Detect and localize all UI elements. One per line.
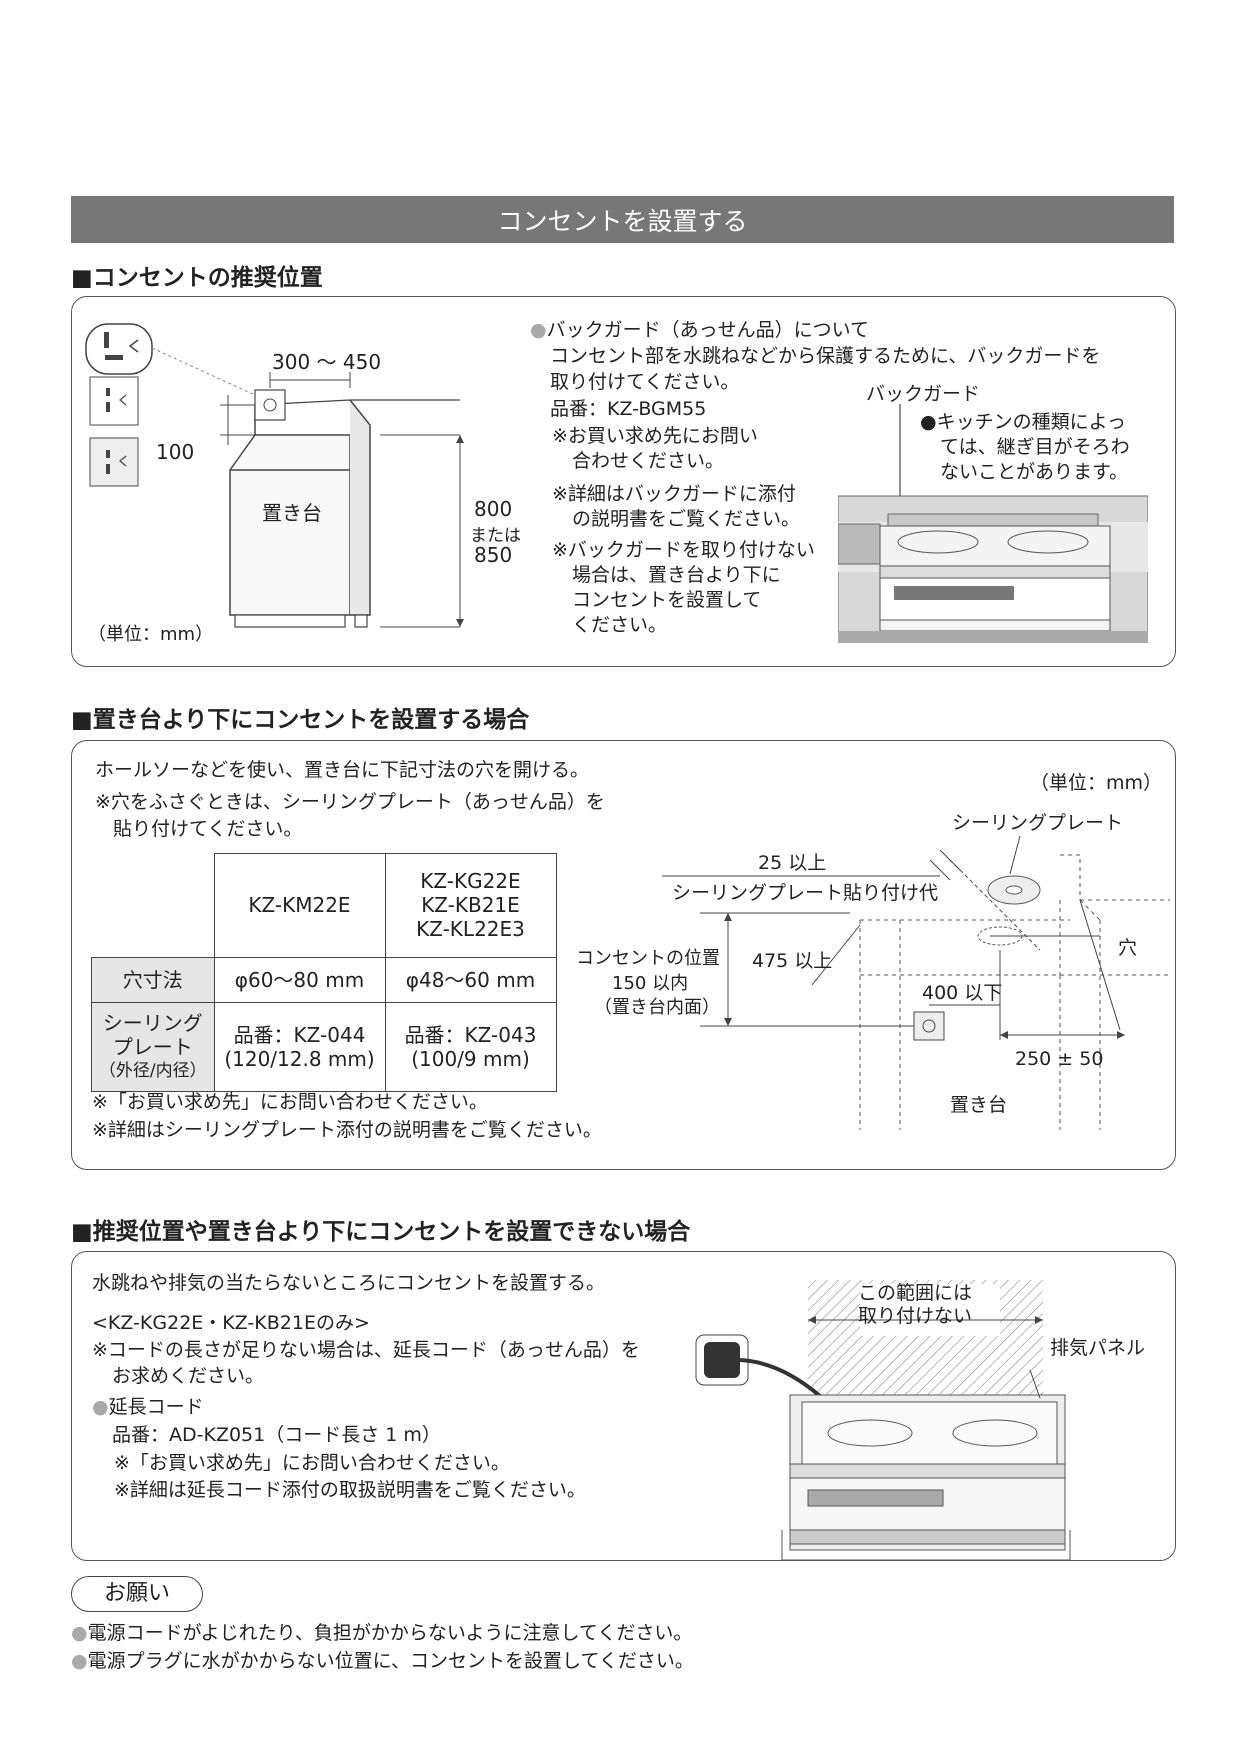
sealing-plate-label: シーリングプレート [952,812,1124,834]
hole-size-km22e: φ60～80 mm [213,956,386,1003]
s2-footnote1: ※「お買い求め先」にお問い合わせください。 [92,1091,488,1113]
kitchen-note-a: ●キッチンの種類によっ [920,411,1127,433]
backguard-illustration [838,404,1148,643]
model-kg22e: KZ-KG22E [420,869,521,894]
outlet-pos-b: 150 以内 [612,973,689,994]
s2-intro: ホールソーなどを使い、置き台に下記寸法の穴を開ける。 [95,759,590,781]
backguard-line2: コンセント部を水跳ねなどから保護するために、バックガードを [550,345,1101,367]
stand-label-2: 置き台 [950,1094,1008,1116]
s3-line2: <KZ-KG22E・KZ-KB21Eのみ> [92,1312,370,1334]
s3-line4: 延長コード [108,1396,204,1418]
sealing-plate-km22e: 品番：KZ-044 (120/12.8 mm) [213,1001,386,1092]
s2-footnote2: ※詳細はシーリングプレート添付の説明書をご覧ください。 [92,1119,602,1141]
backguard-note2b: の説明書をご覧ください。 [572,508,801,530]
sealing-plate-diagram [662,835,1170,1130]
s2-note-b: 貼り付けてください。 [113,818,303,840]
dim-width-range: 300 ～ 450 [272,350,382,374]
table-col2-header: KZ-KG22E KZ-KB21E KZ-KL22E3 [384,853,557,958]
wall-outlet-icon [254,389,286,421]
extension-cord-illustration [695,1280,1071,1560]
backguard-note1b: 合わせください。 [572,450,725,472]
s3-line3a: ※コードの長さが足りない場合は、延長コード（あっせん品）を [92,1339,640,1361]
stand-diagram [85,323,464,628]
model-kl22e3: KZ-KL22E3 [416,917,525,942]
outlet-pos-c: （置き台内面） [594,997,720,1018]
dim-400: 400 以下 [922,982,1003,1004]
s3-line7: ※詳細は延長コード添付の取扱説明書をご覧ください。 [114,1479,586,1501]
margin-label: シーリングプレート貼り付け代 [672,882,939,904]
hole-size-others: φ48～60 mm [384,956,557,1003]
plate-size-043: (100/9 mm) [411,1046,530,1071]
dim-height-a: 800 [474,497,513,521]
plate-size-044: (120/12.8 mm) [224,1046,375,1071]
backguard-note3d: ください。 [572,614,668,636]
backguard-note3b: 場合は、置き台より下に [572,564,781,586]
label-sealing: シーリング [102,1010,203,1035]
backguard-note3a: ※バックガードを取り付けない [552,539,815,561]
backguard-line1: バックガード（あっせん品）について [546,319,870,341]
exhaust-panel-label: 排気パネル [1050,1337,1146,1359]
outlet-pos-a: コンセントの位置 [576,948,720,969]
outlet-icon-type2 [89,376,139,426]
backguard-line3: 取り付けてください。 [550,371,740,393]
hole-size-table: KZ-KM22E KZ-KG22E KZ-KB21E KZ-KL22E3 穴寸法… [91,853,557,1092]
notice-item2: 電源プラグに水がかからない位置に、コンセントを設置してください。 [87,1650,694,1672]
plug-icon [704,1342,740,1378]
area-label-b: 取り付けない [858,1305,973,1327]
page-title: コンセントを設置する [71,196,1174,243]
stand-outlet-icon [913,1011,945,1041]
dim-475: 475 以上 [752,950,833,972]
outlet-icon-large [85,323,153,375]
dim-height-b: 850 [474,543,513,567]
s3-line1: 水跳ねや排気の当たらないところにコンセントを設置する。 [92,1272,606,1294]
plate-part-044: 品番：KZ-044 [233,1022,366,1047]
sealing-plate-others: 品番：KZ-043 (100/9 mm) [384,1001,557,1092]
kitchen-note-b: ては、継ぎ目がそろわ [940,436,1130,458]
bullet-icon: ● [71,1622,88,1644]
kitchen-note-c: ないことがあります。 [940,461,1129,483]
dim-offset: 100 [156,440,195,464]
margin-value: 25 以上 [758,852,827,874]
outlet-icon-type3 [89,437,139,487]
stand-label: 置き台 [262,501,322,525]
label-plate: プレート [112,1034,193,1059]
plate-part-043: 品番：KZ-043 [404,1022,537,1047]
backguard-illus-label: バックガード [866,383,981,405]
backguard-part: 品番：KZ-BGM55 [550,398,707,420]
row-hole-size-label: 穴寸法 [91,956,215,1003]
section-heading-below-stand: ■置き台より下にコンセントを設置する場合 [71,707,530,733]
hole-label: 穴 [1118,937,1138,959]
notice-label: お願い [71,1576,203,1612]
s3-line3b: お求めください。 [112,1365,265,1387]
section-heading-alternative: ■推奨位置や置き台より下にコンセントを設置できない場合 [71,1219,691,1245]
s3-line6: ※「お買い求め先」にお問い合わせください。 [114,1452,510,1474]
s3-line5: 品番：AD-KZ051（コード長さ 1 m） [112,1424,441,1446]
unit-label-2: （単位：mm） [1030,772,1163,794]
table-corner [92,854,215,958]
unit-label-1: （単位：mm） [88,624,214,645]
section-heading-recommended: ■コンセントの推奨位置 [71,265,323,291]
dim-250: 250 ± 50 [1015,1048,1104,1070]
s2-note-a: ※穴をふさぐときは、シーリングプレート（あっせん品）を [95,791,605,813]
backguard-note2a: ※詳細はバックガードに添付 [552,483,796,505]
dim-height-or: または [470,526,521,546]
table-col1-header: KZ-KM22E [213,853,386,958]
area-label-a: この範囲には [858,1282,973,1304]
backguard-note3c: コンセントを設置して [572,589,762,611]
bullet-icon: ● [530,319,547,341]
row-sealing-plate-label: シーリング プレート （外径/内径） [91,1001,215,1092]
bullet-icon: ● [71,1650,88,1672]
notice-item1: 電源コードがよじれたり、負担がかからないように注意してください。 [87,1622,693,1644]
model-kb21e: KZ-KB21E [421,893,520,918]
bullet-icon: ● [92,1396,109,1418]
backguard-note1a: ※お買い求め先にお問い [552,425,758,447]
label-diameter: （外径/内径） [98,1060,207,1081]
